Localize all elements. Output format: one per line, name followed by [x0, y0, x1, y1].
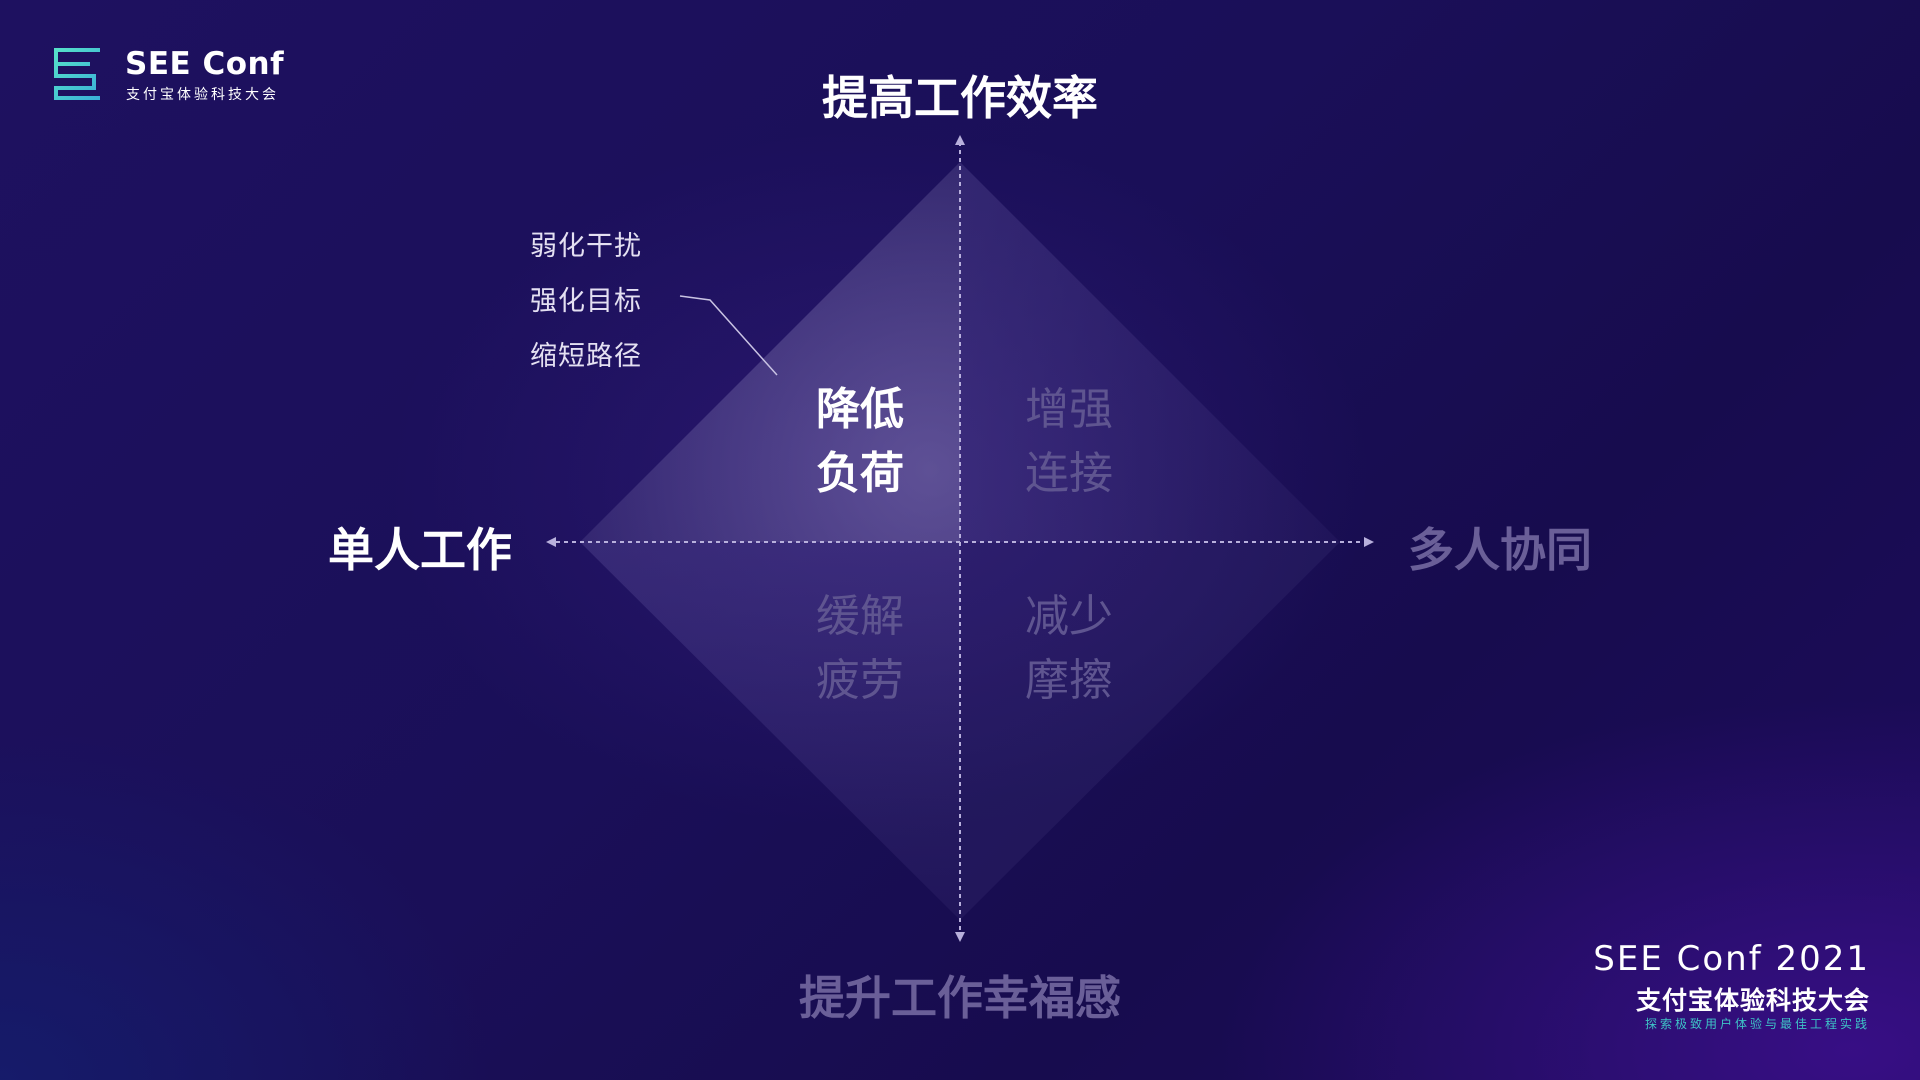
quadrant-bottom-left-shape: [580, 542, 960, 920]
see-conf-logo-icon: [54, 48, 100, 100]
quadrant-bottom-right-label: 减少 摩擦: [999, 585, 1139, 713]
conference-logo: SEE Conf 支付宝体验科技大会: [50, 46, 290, 106]
axis-label-left: 单人工作: [328, 523, 512, 577]
quadrant-top-right-shape: [960, 162, 1340, 542]
quadrant-top-right-line-1: 增强: [1025, 384, 1113, 435]
conference-branding: SEE Conf 2021 支付宝体验科技大会 探索极致用户体验与最佳工程实践: [1560, 935, 1870, 1035]
brand-tagline: 探索极致用户体验与最佳工程实践: [1644, 1017, 1870, 1031]
axis-arrow-right-icon: [1364, 537, 1374, 547]
axis-arrow-down-icon: [955, 932, 965, 942]
callout-leader-line: [679, 295, 778, 376]
quadrant-top-left-label: 降低 负荷: [790, 378, 930, 506]
axis-label-bottom: 提升工作幸福感: [799, 971, 1121, 1025]
quadrant-top-left-line-1: 降低: [816, 384, 904, 435]
brand-subtitle: 支付宝体验科技大会: [1635, 986, 1870, 1015]
quadrant-top-left-shape: [580, 162, 960, 542]
callout-item: 缩短路径: [530, 341, 642, 372]
quadrant-bottom-right-line-1: 减少: [1025, 591, 1113, 642]
axis-label-right: 多人协同: [1408, 523, 1592, 577]
brand-title: SEE Conf 2021: [1593, 939, 1870, 979]
quadrant-bottom-left-label: 缓解 疲劳: [790, 585, 930, 713]
quadrant-top-right-line-2: 连接: [1025, 448, 1113, 499]
quadrant-bottom-left-line-1: 缓解: [816, 591, 904, 642]
quadrant-bottom-left-line-2: 疲劳: [816, 655, 904, 706]
logo-subtitle: 支付宝体验科技大会: [126, 87, 279, 103]
quadrant-top-left-line-2: 负荷: [816, 448, 904, 499]
quadrant-top-right-label: 增强 连接: [999, 378, 1139, 506]
axis-arrow-up-icon: [955, 135, 965, 145]
callout-item: 强化目标: [530, 286, 642, 317]
axis-label-top: 提高工作效率: [822, 71, 1098, 125]
quadrant-bottom-right-line-2: 摩擦: [1025, 655, 1113, 706]
quadrant-bottom-right-shape: [960, 542, 1340, 920]
axis-arrow-left-icon: [546, 537, 556, 547]
callout-item: 弱化干扰: [530, 231, 642, 262]
logo-title: SEE Conf: [125, 46, 285, 82]
